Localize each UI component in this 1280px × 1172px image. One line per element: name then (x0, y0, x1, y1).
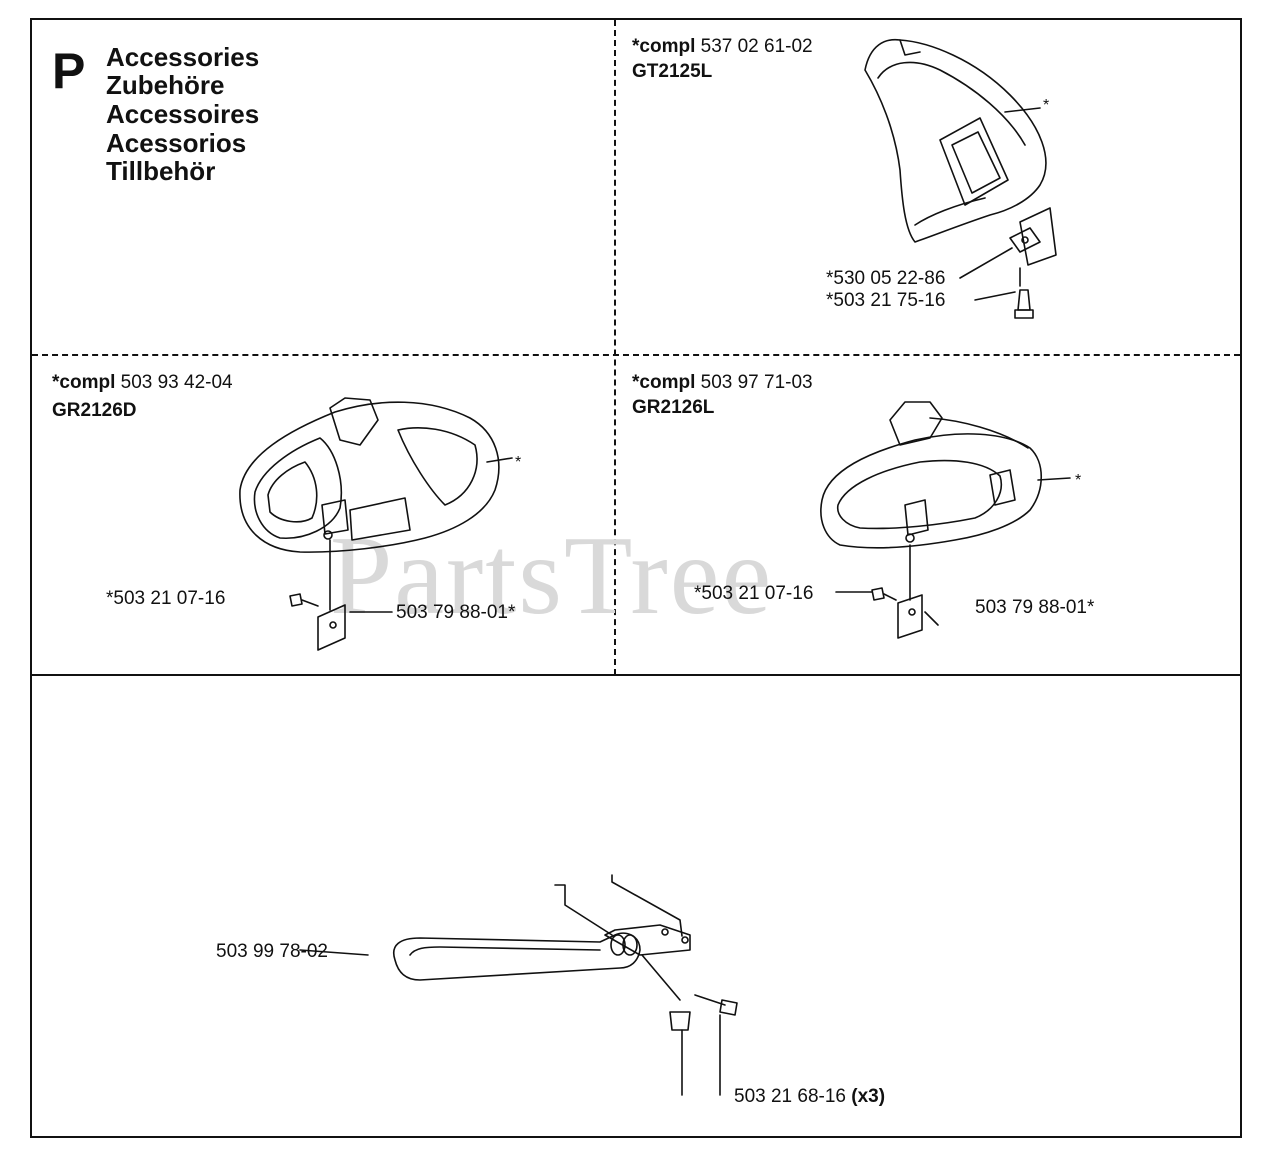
gr2126d-model: GR2126D (52, 400, 137, 421)
section-title-fr: Accessoires (106, 99, 260, 129)
gr2126l-screw-drawing (835, 587, 897, 601)
gr2126l-screw-label: *503 21 07-16 (694, 583, 814, 604)
gr2126l-compl-prefix: *compl (632, 372, 696, 393)
gr2126l-plate-label: 503 79 88-01* (975, 597, 1095, 618)
handle-screw-label: 503 21 68-16 (x3) (734, 1087, 885, 1106)
gr2126d-guard-drawing (239, 397, 513, 611)
handle-drawing (299, 874, 738, 1096)
gr2126l-guard-star: * (1075, 472, 1082, 489)
gt2125l-bracket-drawing (959, 207, 1057, 287)
gt2125l-part-bracket: *530 05 22-86 (826, 268, 946, 289)
gt2125l-model: GT2125L (632, 61, 713, 82)
gr2126d-screw-label: *503 21 07-16 (106, 588, 226, 609)
gr2126d-compl-label: *compl 503 93 42-04 (52, 373, 233, 392)
gr2126l-plate-drawing (897, 594, 939, 639)
gr2126l-model: GR2126L (632, 397, 715, 418)
gt2125l-guard-drawing (864, 38, 1047, 243)
gt2125l-screw-drawing (974, 289, 1034, 319)
gt2125l-guard-star: * (1043, 97, 1050, 114)
gt2125l-compl-number: 537 02 61-02 (700, 36, 813, 57)
watermark: PartsTree (330, 514, 774, 638)
gr2126d-plate-label: 503 79 88-01* (396, 602, 516, 623)
gr2126d-plate-drawing (317, 604, 393, 651)
gr2126d-screw-drawing (289, 593, 319, 607)
divider-horizontal-dashed (32, 354, 1240, 356)
section-title-sv: Tillbehör (106, 156, 216, 186)
section-title-pt: Acessorios (106, 128, 247, 158)
handle-part-label: 503 99 78-02 (216, 941, 328, 962)
section-title-de: Zubehöre (106, 70, 225, 100)
gr2126d-guard-star: * (515, 454, 522, 471)
gt2125l-compl-label: *compl 537 02 61-02 (632, 37, 813, 56)
section-title-en: Accessories (106, 42, 260, 72)
gr2126l-guard-drawing (820, 401, 1071, 601)
handle-screw-number: 503 21 68-16 (734, 1086, 846, 1107)
gr2126d-compl-number: 503 93 42-04 (120, 372, 233, 393)
section-letter: P (52, 43, 86, 99)
gt2125l-compl-prefix: *compl (632, 36, 696, 57)
gr2126l-compl-number: 503 97 71-03 (700, 372, 813, 393)
gr2126l-compl-label: *compl 503 97 71-03 (632, 373, 813, 392)
divider-horizontal-solid (32, 674, 1240, 676)
gt2125l-part-screw: *503 21 75-16 (826, 290, 946, 311)
gr2126d-compl-prefix: *compl (52, 372, 116, 393)
diagram-frame (30, 18, 1242, 1138)
handle-screw-qty: (x3) (851, 1086, 886, 1107)
divider-vertical (614, 20, 616, 675)
